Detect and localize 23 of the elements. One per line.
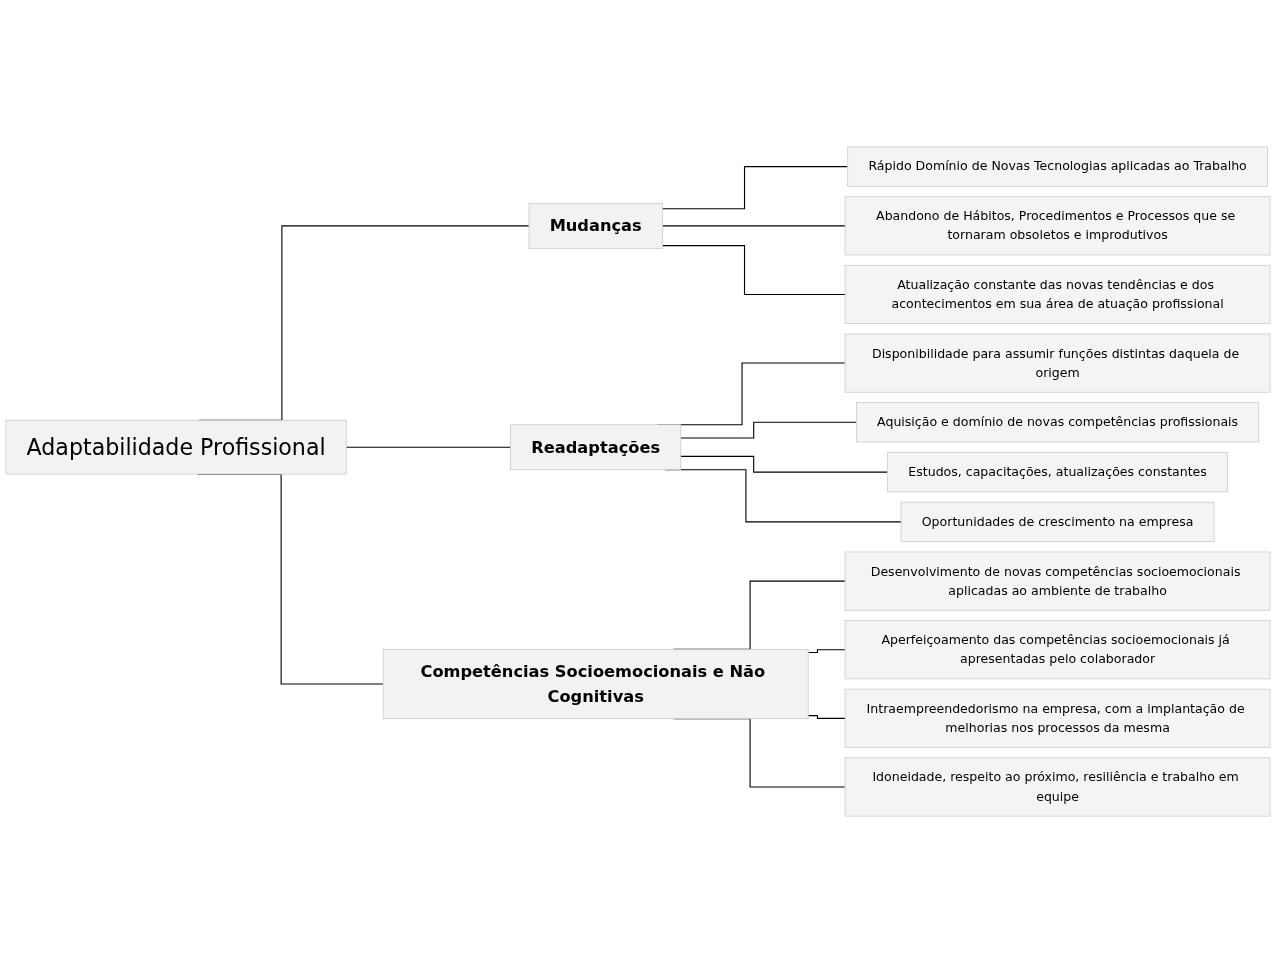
connector xyxy=(807,715,846,719)
connector xyxy=(807,649,846,654)
connector xyxy=(661,166,849,210)
node-box: Disponibilidade para assumir funções distintas daquela de origem xyxy=(844,333,1271,393)
connector xyxy=(345,446,512,448)
node-box: Intraempreendedorismo na empresa, com a implantação de melhorias nos processos da mesma xyxy=(844,688,1271,748)
node-box: Abandono de Hábitos, Procedimentos e Processos que se tornaram obsoletos e improdutivos xyxy=(844,196,1271,256)
node-box: Idoneidade, respeito ao próximo, resiliência e trabalho em equipe xyxy=(844,757,1271,817)
node-box: Competências Socioemocionais e Não Cognitivas xyxy=(382,649,809,720)
node-box: Rápido Domínio de Novas Tecnologias aplicadas ao Trabalho xyxy=(847,146,1268,187)
node-box: Readaptações xyxy=(510,424,682,471)
node-box: Estudos, capacitações, atualizações constantes xyxy=(887,452,1228,493)
node-box: Mudanças xyxy=(528,202,663,249)
node-box: Aperfeiçoamento das competências socioemocionais já apresentadas pelo colaborador xyxy=(844,620,1271,680)
connector xyxy=(680,455,889,473)
connector xyxy=(661,225,846,227)
node-box: Oportunidades de crescimento na empresa xyxy=(900,501,1215,542)
node-box: Aquisição e domínio de novas competências profissionais xyxy=(856,402,1260,443)
connector xyxy=(680,421,857,439)
node-box: Desenvolvimento de novas competências socioemocionais aplicadas ao ambiente de trabalho xyxy=(844,551,1271,611)
connector xyxy=(661,245,846,295)
node-box: Atualização constante das novas tendências e dos acontecimentos em sua área de atuação profissional xyxy=(844,264,1271,324)
node-box: Adaptabilidade Profissional xyxy=(5,419,347,475)
